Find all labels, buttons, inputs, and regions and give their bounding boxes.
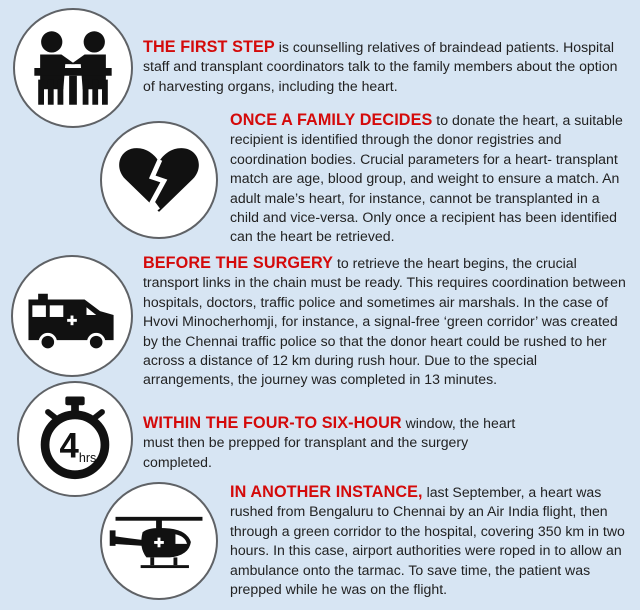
step-another-instance-body: last September, a heart was rushed from … [230,484,625,598]
step-another-instance-lead: IN ANOTHER INSTANCE, [230,483,423,501]
step-four-to-six-hour-lead: WITHIN THE FOUR-TO SIX-HOUR [143,414,402,432]
counselling-meeting-icon [13,8,133,128]
step-before-surgery: BEFORE THE SURGERY to retrieve the heart… [143,254,628,390]
stopwatch-unit: hrs [79,451,96,465]
step-four-to-six-hour-body: window, the heart must then be prepped f… [143,415,516,470]
step-before-surgery-body: to retrieve the heart begins, the crucia… [143,255,626,388]
helicopter-icon [100,482,218,600]
broken-heart-icon [100,121,218,239]
step-family-decides-body: to donate the heart, a suitable recipien… [230,112,623,245]
step-four-to-six-hour: WITHIN THE FOUR-TO SIX-HOUR window, the … [143,414,538,472]
stopwatch-icon: 4 hrs [17,381,133,497]
step-first-lead: THE FIRST STEP [143,38,275,56]
step-first: THE FIRST STEP is counselling relatives … [143,38,625,96]
stopwatch-number: 4 [60,427,80,465]
ambulance-icon [11,255,133,377]
step-family-decides-lead: ONCE A FAMILY DECIDES [230,111,433,129]
step-family-decides: ONCE A FAMILY DECIDES to donate the hear… [230,111,628,247]
step-before-surgery-lead: BEFORE THE SURGERY [143,254,334,272]
step-another-instance: IN ANOTHER INSTANCE, last September, a h… [230,483,628,599]
step-first-body: is counselling relatives of braindead pa… [143,39,618,94]
